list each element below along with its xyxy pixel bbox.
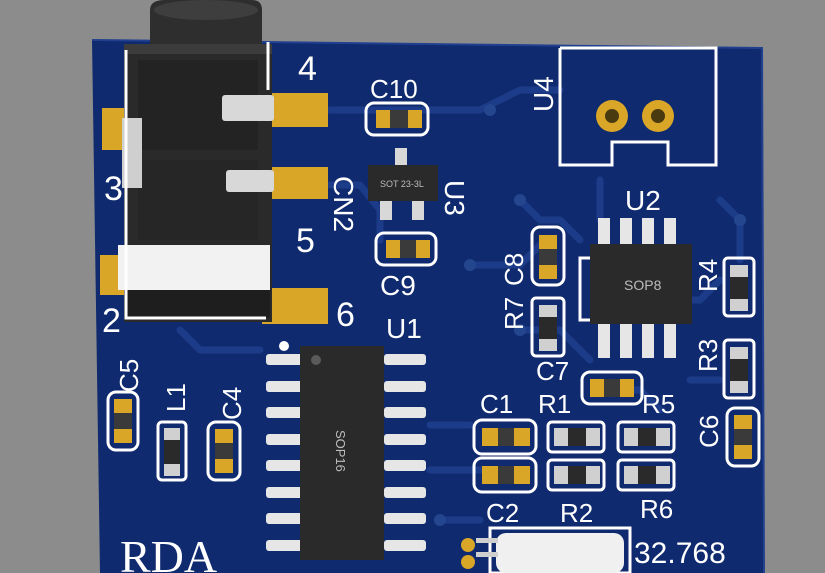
resistor-r5 [616,420,676,454]
regulator-u3: SOT 23-3L [368,148,438,220]
c5-label: C5 [114,359,144,392]
capacitor-c9 [374,231,438,267]
c4-label: C4 [217,387,247,420]
capacitor-c6 [725,406,761,468]
capacitor-c10 [364,101,430,137]
c8-label: C8 [499,253,529,286]
cn2-pin-2-label: 2 [102,302,121,340]
resistor-r2 [546,458,606,492]
r5-label: R5 [642,389,675,419]
connector-u4 [558,46,718,167]
c1-label: C1 [480,389,513,419]
traces [176,86,744,524]
r2-label: R2 [560,498,593,528]
l1-label: L1 [161,383,191,412]
capacitor-c7 [580,370,644,406]
jack-sleeve [118,245,270,290]
cn2-pin-3-label: 3 [104,170,123,208]
resistor-r7 [530,296,566,358]
audio-jack-cn2 [100,0,328,324]
resistor-r1 [546,420,606,454]
u1-package-text: SOP16 [333,430,348,472]
chip-u2: SOP8 [578,218,692,358]
resistor-r6 [616,458,676,492]
r6-label: R6 [640,494,673,524]
resistor-r4 [722,256,756,318]
rda-label: RDA [120,531,217,573]
capacitor-c1 [472,418,538,456]
jack-contact [226,170,274,192]
c7-label: C7 [536,356,569,386]
inductor-l1 [156,420,188,482]
c9-label: C9 [380,270,416,301]
chip-u1: SOP16 [266,341,426,560]
u4-label: U4 [528,76,559,112]
capacitor-c8 [530,225,566,287]
u3-label: U3 [439,180,470,216]
capacitor-c4 [206,420,242,482]
crystal-32768 [461,526,632,573]
cn2-pin-4-label: 4 [298,50,317,88]
resistor-r3 [722,338,756,400]
u2-package-text: SOP8 [624,277,662,293]
r7-label: R7 [499,297,529,330]
c6-label: C6 [694,415,724,448]
u1-label: U1 [386,313,422,344]
c10-label: C10 [370,74,418,104]
jack-contact [222,95,274,121]
board-edge [91,39,765,573]
u3-package-text: SOT 23-3L [380,179,424,189]
r4-label: R4 [693,259,723,292]
cn2-pad-6 [262,288,328,324]
u2-label: U2 [625,185,661,216]
capacitor-c2 [472,456,538,494]
r3-label: R3 [693,339,723,372]
capacitor-c5 [106,390,140,452]
r1-label: R1 [538,389,571,419]
cn2-pin-6-label: 6 [336,296,355,334]
cn2-label: CN2 [328,176,359,232]
cn2-pin-5-label: 5 [296,222,315,260]
c2-label: C2 [486,498,519,528]
crystal-label: 32.768 [634,537,726,570]
